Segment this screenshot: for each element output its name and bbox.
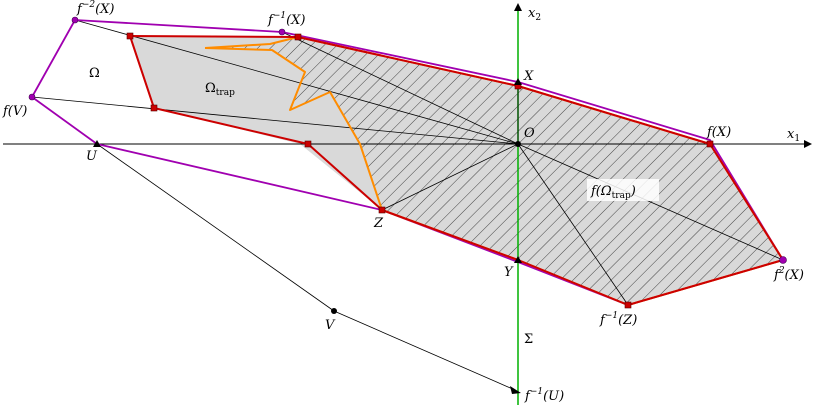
- red-vertex-markers: [126, 32, 714, 309]
- label-fm1Z: f−1(Z): [599, 311, 637, 328]
- point-Y-marker: [514, 256, 522, 263]
- origin-point: [515, 141, 521, 147]
- label-fm1X: f−1(X): [267, 11, 306, 28]
- label-f-omega-trap: f(Ωtrap): [590, 184, 636, 201]
- label-x2: x2: [528, 6, 541, 23]
- label-Z: Z: [373, 216, 384, 231]
- label-x1: x1: [787, 127, 800, 144]
- x2-axis-arrow: [514, 3, 522, 11]
- label-omega: Ω: [89, 66, 100, 81]
- fm1U-arrow: [510, 386, 521, 394]
- label-X: X: [523, 69, 534, 84]
- label-V: V: [325, 318, 336, 333]
- label-omega-trap: Ωtrap: [205, 81, 235, 98]
- label-sigma: Σ: [524, 332, 533, 347]
- label-fV: f(V): [2, 104, 27, 119]
- f-omega-trap-region: [205, 37, 783, 305]
- label-fm1U: f−1(U): [524, 387, 564, 404]
- purple-vertex-markers: [28, 16, 787, 264]
- construction-lines: [31, 19, 784, 391]
- label-fm2X: f−2(X): [76, 0, 115, 17]
- label-Y: Y: [504, 265, 514, 280]
- f-omega-trap-label-bg: [587, 179, 659, 201]
- point-V: [331, 308, 337, 314]
- x1-axis-arrow: [804, 140, 812, 148]
- point-X-marker: [514, 78, 522, 85]
- label-origin: O: [524, 126, 535, 141]
- point-U-marker: [93, 140, 101, 147]
- label-fX: f(X): [706, 125, 731, 140]
- label-U: U: [86, 149, 98, 164]
- label-f2X: f2(X): [773, 266, 804, 283]
